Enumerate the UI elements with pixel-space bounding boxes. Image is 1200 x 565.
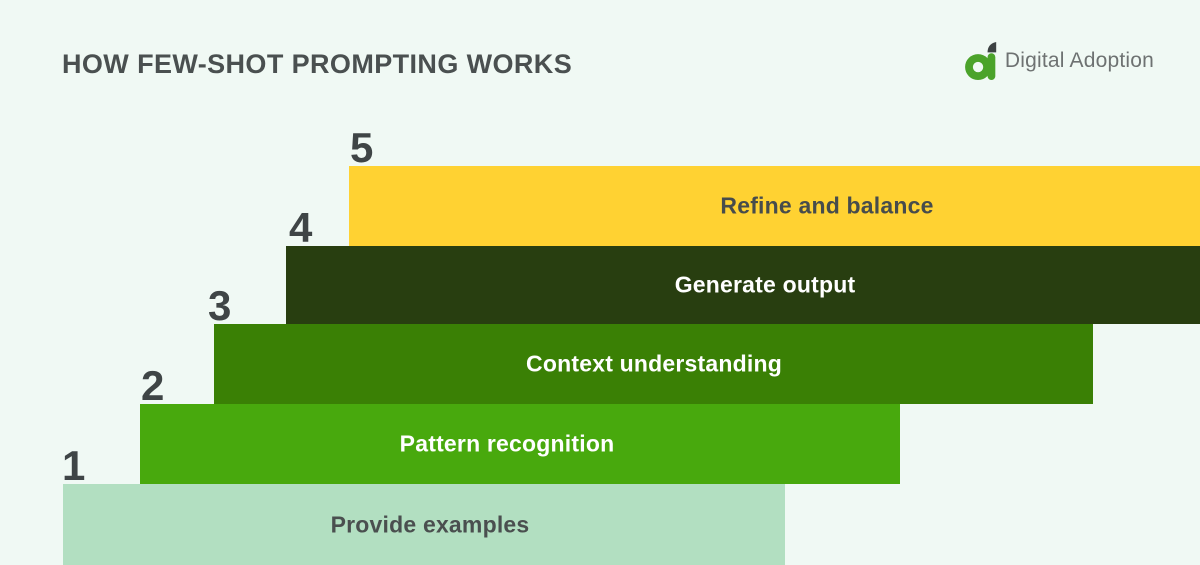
step-1-bar: Provide examples [63, 484, 785, 565]
step-4-label: Generate output [674, 271, 856, 298]
step-4-number: 4 [289, 204, 313, 251]
step-1-label: Provide examples [330, 511, 530, 537]
brand-logo: Digital Adoption [964, 42, 1154, 80]
step-5-number: 5 [350, 124, 374, 171]
step-5-bar: Refine and balance [349, 166, 1200, 246]
digital-adoption-logo-icon [964, 42, 998, 80]
step-3-label: Context understanding [526, 350, 782, 377]
step-5-label: Refine and balance [720, 192, 934, 219]
brand-name: Digital Adoption [1004, 49, 1154, 72]
step-2-number: 2 [141, 362, 165, 409]
step-3-number: 3 [208, 282, 232, 329]
step-2-bar: Pattern recognition [140, 404, 900, 484]
step-4-bar: Generate output [286, 246, 1200, 324]
step-1-number: 1 [62, 442, 86, 489]
step-2-label: Pattern recognition [399, 430, 615, 457]
page-title: HOW FEW-SHOT PROMPTING WORKS [62, 49, 573, 79]
step-3-bar: Context understanding [214, 324, 1093, 404]
